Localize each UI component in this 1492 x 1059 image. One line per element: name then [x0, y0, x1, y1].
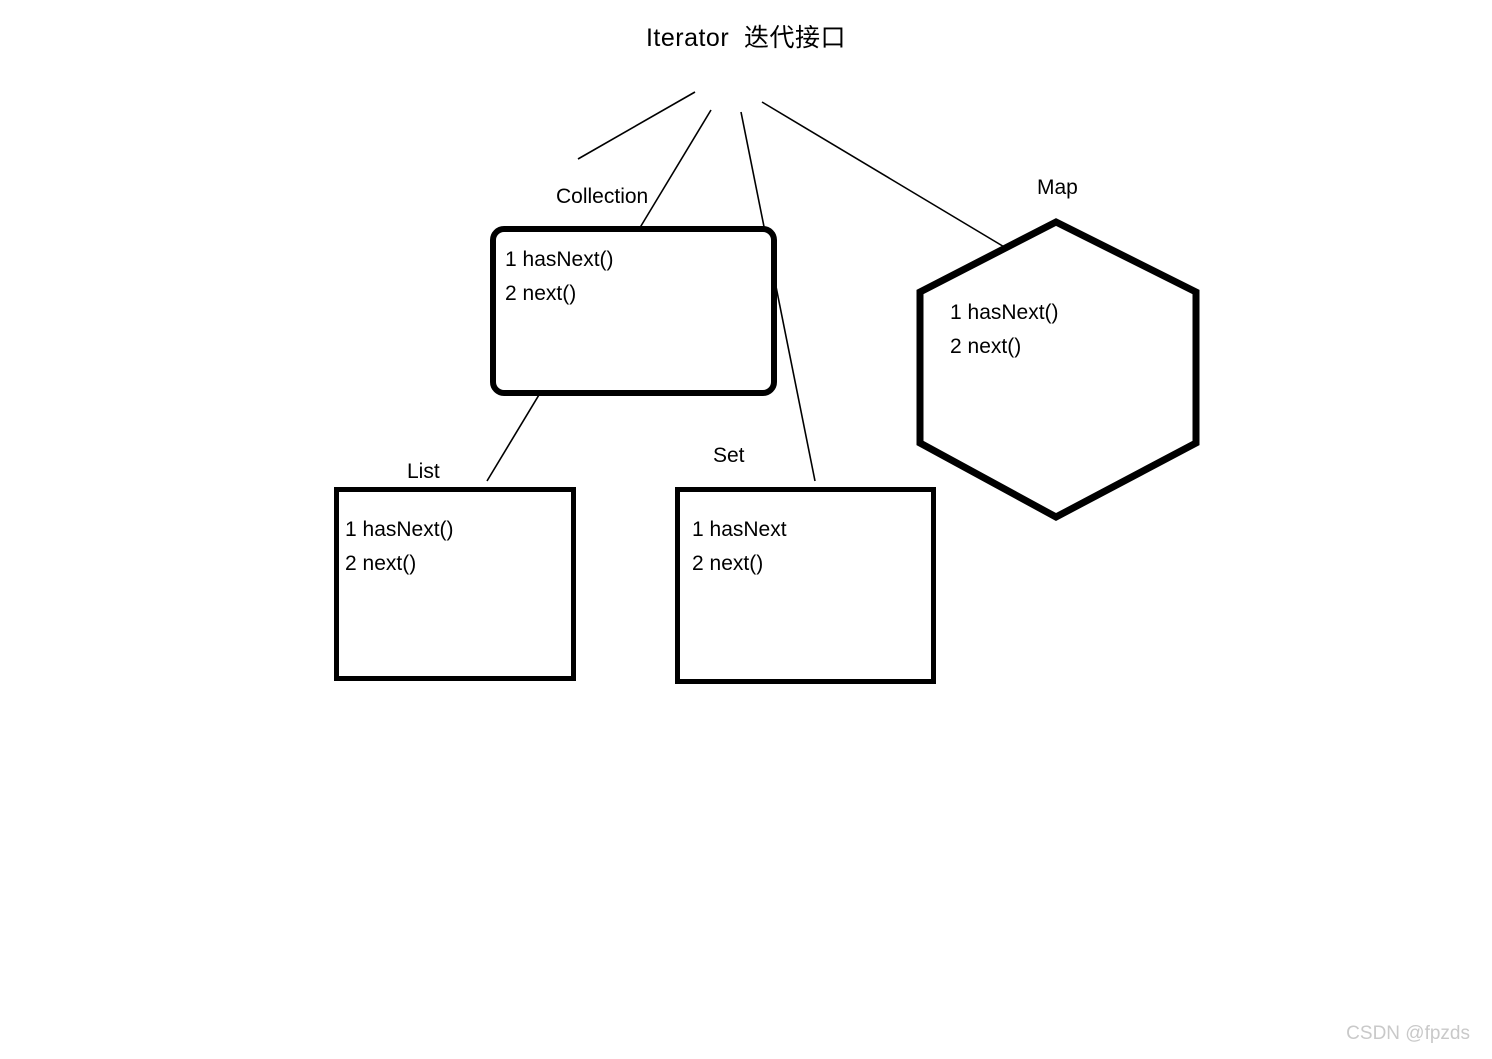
node-label-collection: Collection [556, 185, 649, 208]
node-line: 2 next() [345, 552, 417, 575]
edge-to-collection [577, 91, 696, 160]
node-line: 2 next() [692, 552, 764, 575]
node-label-set: Set [713, 444, 745, 467]
node-box-map[interactable] [905, 208, 1215, 533]
node-box-collection[interactable] [490, 226, 777, 396]
hexagon-shape [916, 218, 1200, 521]
node-line: 1 hasNext [692, 518, 787, 541]
page-title: Iterator 迭代接口 [645, 24, 847, 52]
node-line: 2 next() [505, 282, 577, 305]
node-content-collection: 1 hasNext() 2 next() [505, 243, 614, 311]
node-content-map: 1 hasNext() 2 next() [950, 296, 1059, 364]
node-content-set: 1 hasNext 2 next() [692, 513, 787, 581]
node-content-list: 1 hasNext() 2 next() [345, 513, 454, 581]
node-line: 2 next() [950, 335, 1022, 358]
node-line: 1 hasNext() [345, 518, 454, 541]
node-box-list[interactable] [334, 487, 576, 681]
node-label-list: List [407, 460, 440, 483]
node-label-map: Map [1037, 176, 1078, 199]
node-line: 1 hasNext() [505, 248, 614, 271]
node-line: 1 hasNext() [950, 301, 1059, 324]
csdn-watermark: CSDN @fpzds [1346, 1023, 1470, 1044]
node-box-set[interactable] [675, 487, 936, 684]
